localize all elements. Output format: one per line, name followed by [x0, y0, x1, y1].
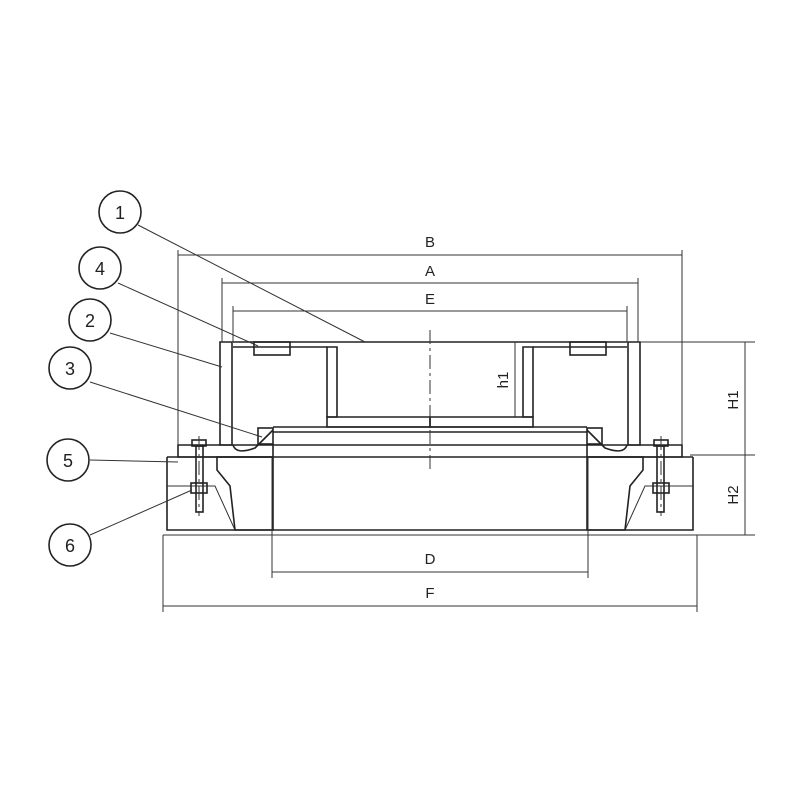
svg-text:1: 1 — [115, 203, 125, 223]
balloon-5: 5 — [46, 438, 90, 482]
balloon-6: 6 — [48, 523, 92, 567]
right-half — [429, 249, 698, 613]
left-half — [162, 249, 431, 613]
svg-text:5: 5 — [63, 451, 73, 471]
svg-text:6: 6 — [65, 536, 75, 556]
svg-text:4: 4 — [95, 259, 105, 279]
balloon-3: 3 — [48, 346, 92, 390]
svg-text:2: 2 — [85, 311, 95, 331]
svg-text:3: 3 — [65, 359, 75, 379]
dim-E: E — [425, 291, 435, 308]
dim-A: A — [425, 263, 435, 280]
dim-D: D — [425, 551, 436, 568]
dim-h1: h1 — [495, 372, 512, 389]
dim-H2: H2 — [725, 485, 742, 504]
balloon-2: 2 — [68, 298, 112, 342]
dim-B: B — [425, 234, 435, 251]
dim-H1: H1 — [725, 390, 742, 409]
balloon-1: 1 — [98, 190, 142, 234]
balloon-4: 4 — [78, 246, 122, 290]
dimension-lines — [163, 254, 755, 607]
dim-F: F — [425, 585, 434, 602]
